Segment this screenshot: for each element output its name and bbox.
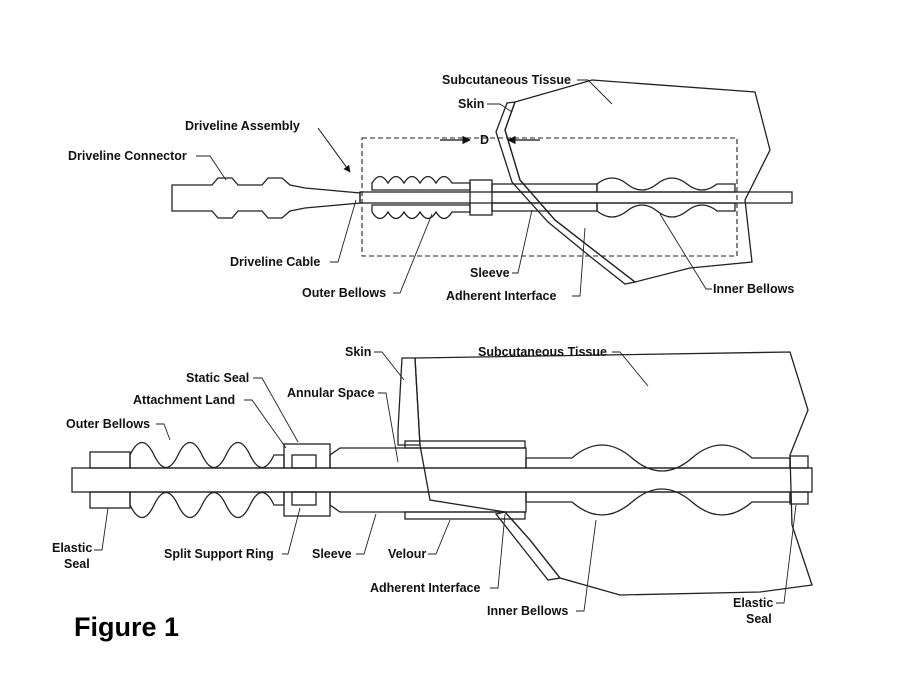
leader-bottom-attachment-land (244, 399, 287, 449)
bottom-outer-bellows-upper (129, 441, 285, 469)
bottom-inner-bellows-upper (525, 444, 791, 472)
top-label-subcutaneous-tissue: Subcutaneous Tissue (442, 73, 571, 87)
top-sleeve-lower (491, 202, 598, 212)
bottom-label-elastic-seal-right-line1: Elastic (733, 596, 773, 610)
leader-bottom-split-ring (282, 507, 301, 555)
bottom-subcutaneous-tissue-shape (414, 351, 813, 596)
leader-top-outer-bellows (393, 213, 433, 294)
bottom-label-subcutaneous-tissue: Subcutaneous Tissue (478, 345, 607, 359)
bottom-sleeve-upper (329, 447, 527, 469)
bottom-elastic-seal-left-upper (89, 451, 131, 469)
bottom-label-split-support-ring: Split Support Ring (164, 547, 274, 561)
bottom-view: Skin Subcutaneous Tissue Static Seal Att… (52, 345, 813, 626)
bottom-split-support-ring-upper (291, 454, 317, 469)
bottom-label-inner-bellows: Inner Bellows (487, 604, 568, 618)
leader-bottom-annular-space (378, 392, 399, 463)
leader-bottom-elastic-seal-left (94, 507, 109, 551)
bottom-velour-lower (404, 511, 526, 520)
figure-title: Figure 1 (74, 612, 179, 642)
bottom-outer-bellows-lower (129, 491, 285, 519)
top-assembly-pointer (317, 127, 351, 173)
top-assembly-boundary-box (361, 137, 738, 257)
top-outer-bellows-upper (371, 175, 471, 191)
bottom-label-annular-space: Annular Space (287, 386, 375, 400)
bottom-driveline-cable (71, 467, 813, 493)
top-view: Subcutaneous Tissue Skin Driveline Assem… (68, 73, 794, 303)
leader-bottom-subcutaneous (612, 351, 649, 387)
leader-bottom-skin (374, 351, 405, 381)
top-label-outer-bellows: Outer Bellows (302, 286, 386, 300)
bottom-inner-bellows-lower (525, 488, 791, 516)
bottom-elastic-seal-right-lower (789, 491, 809, 505)
leader-bottom-elastic-seal-right (776, 504, 797, 604)
top-label-dimension-d: D (480, 133, 489, 147)
top-label-sleeve: Sleeve (470, 266, 510, 280)
leader-bottom-outer-bellows (156, 423, 171, 441)
leader-top-skin (487, 103, 513, 113)
bottom-label-skin: Skin (345, 345, 371, 359)
top-driveline-connector (171, 177, 361, 219)
leader-bottom-inner-bellows (576, 519, 597, 612)
leader-top-adherent (572, 227, 586, 297)
bottom-static-seal-upper (283, 443, 331, 469)
top-sleeve-upper (491, 183, 598, 193)
bottom-label-static-seal: Static Seal (186, 371, 249, 385)
leader-top-sleeve (512, 209, 533, 274)
top-label-adherent-interface: Adherent Interface (446, 289, 556, 303)
bottom-label-elastic-seal-left-line1: Elastic (52, 541, 92, 555)
top-inner-bellows-upper (596, 177, 736, 193)
top-subcutaneous-tissue-shape (504, 79, 771, 283)
bottom-label-velour: Velour (388, 547, 426, 561)
leader-top-subcutaneous (577, 79, 613, 105)
bottom-static-seal-lower (283, 491, 331, 517)
bottom-sleeve-lower (329, 491, 527, 513)
leader-bottom-sleeve (356, 513, 377, 555)
top-label-driveline-cable: Driveline Cable (230, 255, 320, 269)
top-label-inner-bellows: Inner Bellows (713, 282, 794, 296)
leader-bottom-static-seal (253, 377, 299, 443)
bottom-elastic-seal-left-lower (89, 491, 131, 509)
top-label-driveline-assembly: Driveline Assembly (185, 119, 300, 133)
leader-bottom-velour (428, 519, 451, 555)
bottom-label-adherent-interface: Adherent Interface (370, 581, 480, 595)
bottom-velour-upper (404, 440, 526, 449)
top-label-skin: Skin (458, 97, 484, 111)
bottom-split-support-ring-lower (291, 491, 317, 506)
top-skin-layer (495, 101, 637, 285)
top-inner-bellows-lower (596, 202, 736, 218)
leader-top-cable (330, 199, 357, 263)
top-static-seal (469, 179, 493, 216)
top-outer-bellows-lower (371, 204, 471, 220)
top-label-driveline-connector: Driveline Connector (68, 149, 187, 163)
bottom-label-elastic-seal-left-line2: Seal (64, 557, 90, 571)
bottom-skin-layer (397, 357, 421, 446)
bottom-skin-layer-lower (494, 511, 562, 581)
leader-top-connector (196, 155, 227, 181)
bottom-label-outer-bellows: Outer Bellows (66, 417, 150, 431)
leader-top-inner-bellows (659, 213, 712, 290)
bottom-label-sleeve: Sleeve (312, 547, 352, 561)
bottom-elastic-seal-right-upper (789, 455, 809, 469)
top-driveline-cable (359, 191, 793, 204)
leader-bottom-adherent (490, 513, 506, 589)
bottom-label-elastic-seal-right-line2: Seal (746, 612, 772, 626)
bottom-label-attachment-land: Attachment Land (133, 393, 235, 407)
